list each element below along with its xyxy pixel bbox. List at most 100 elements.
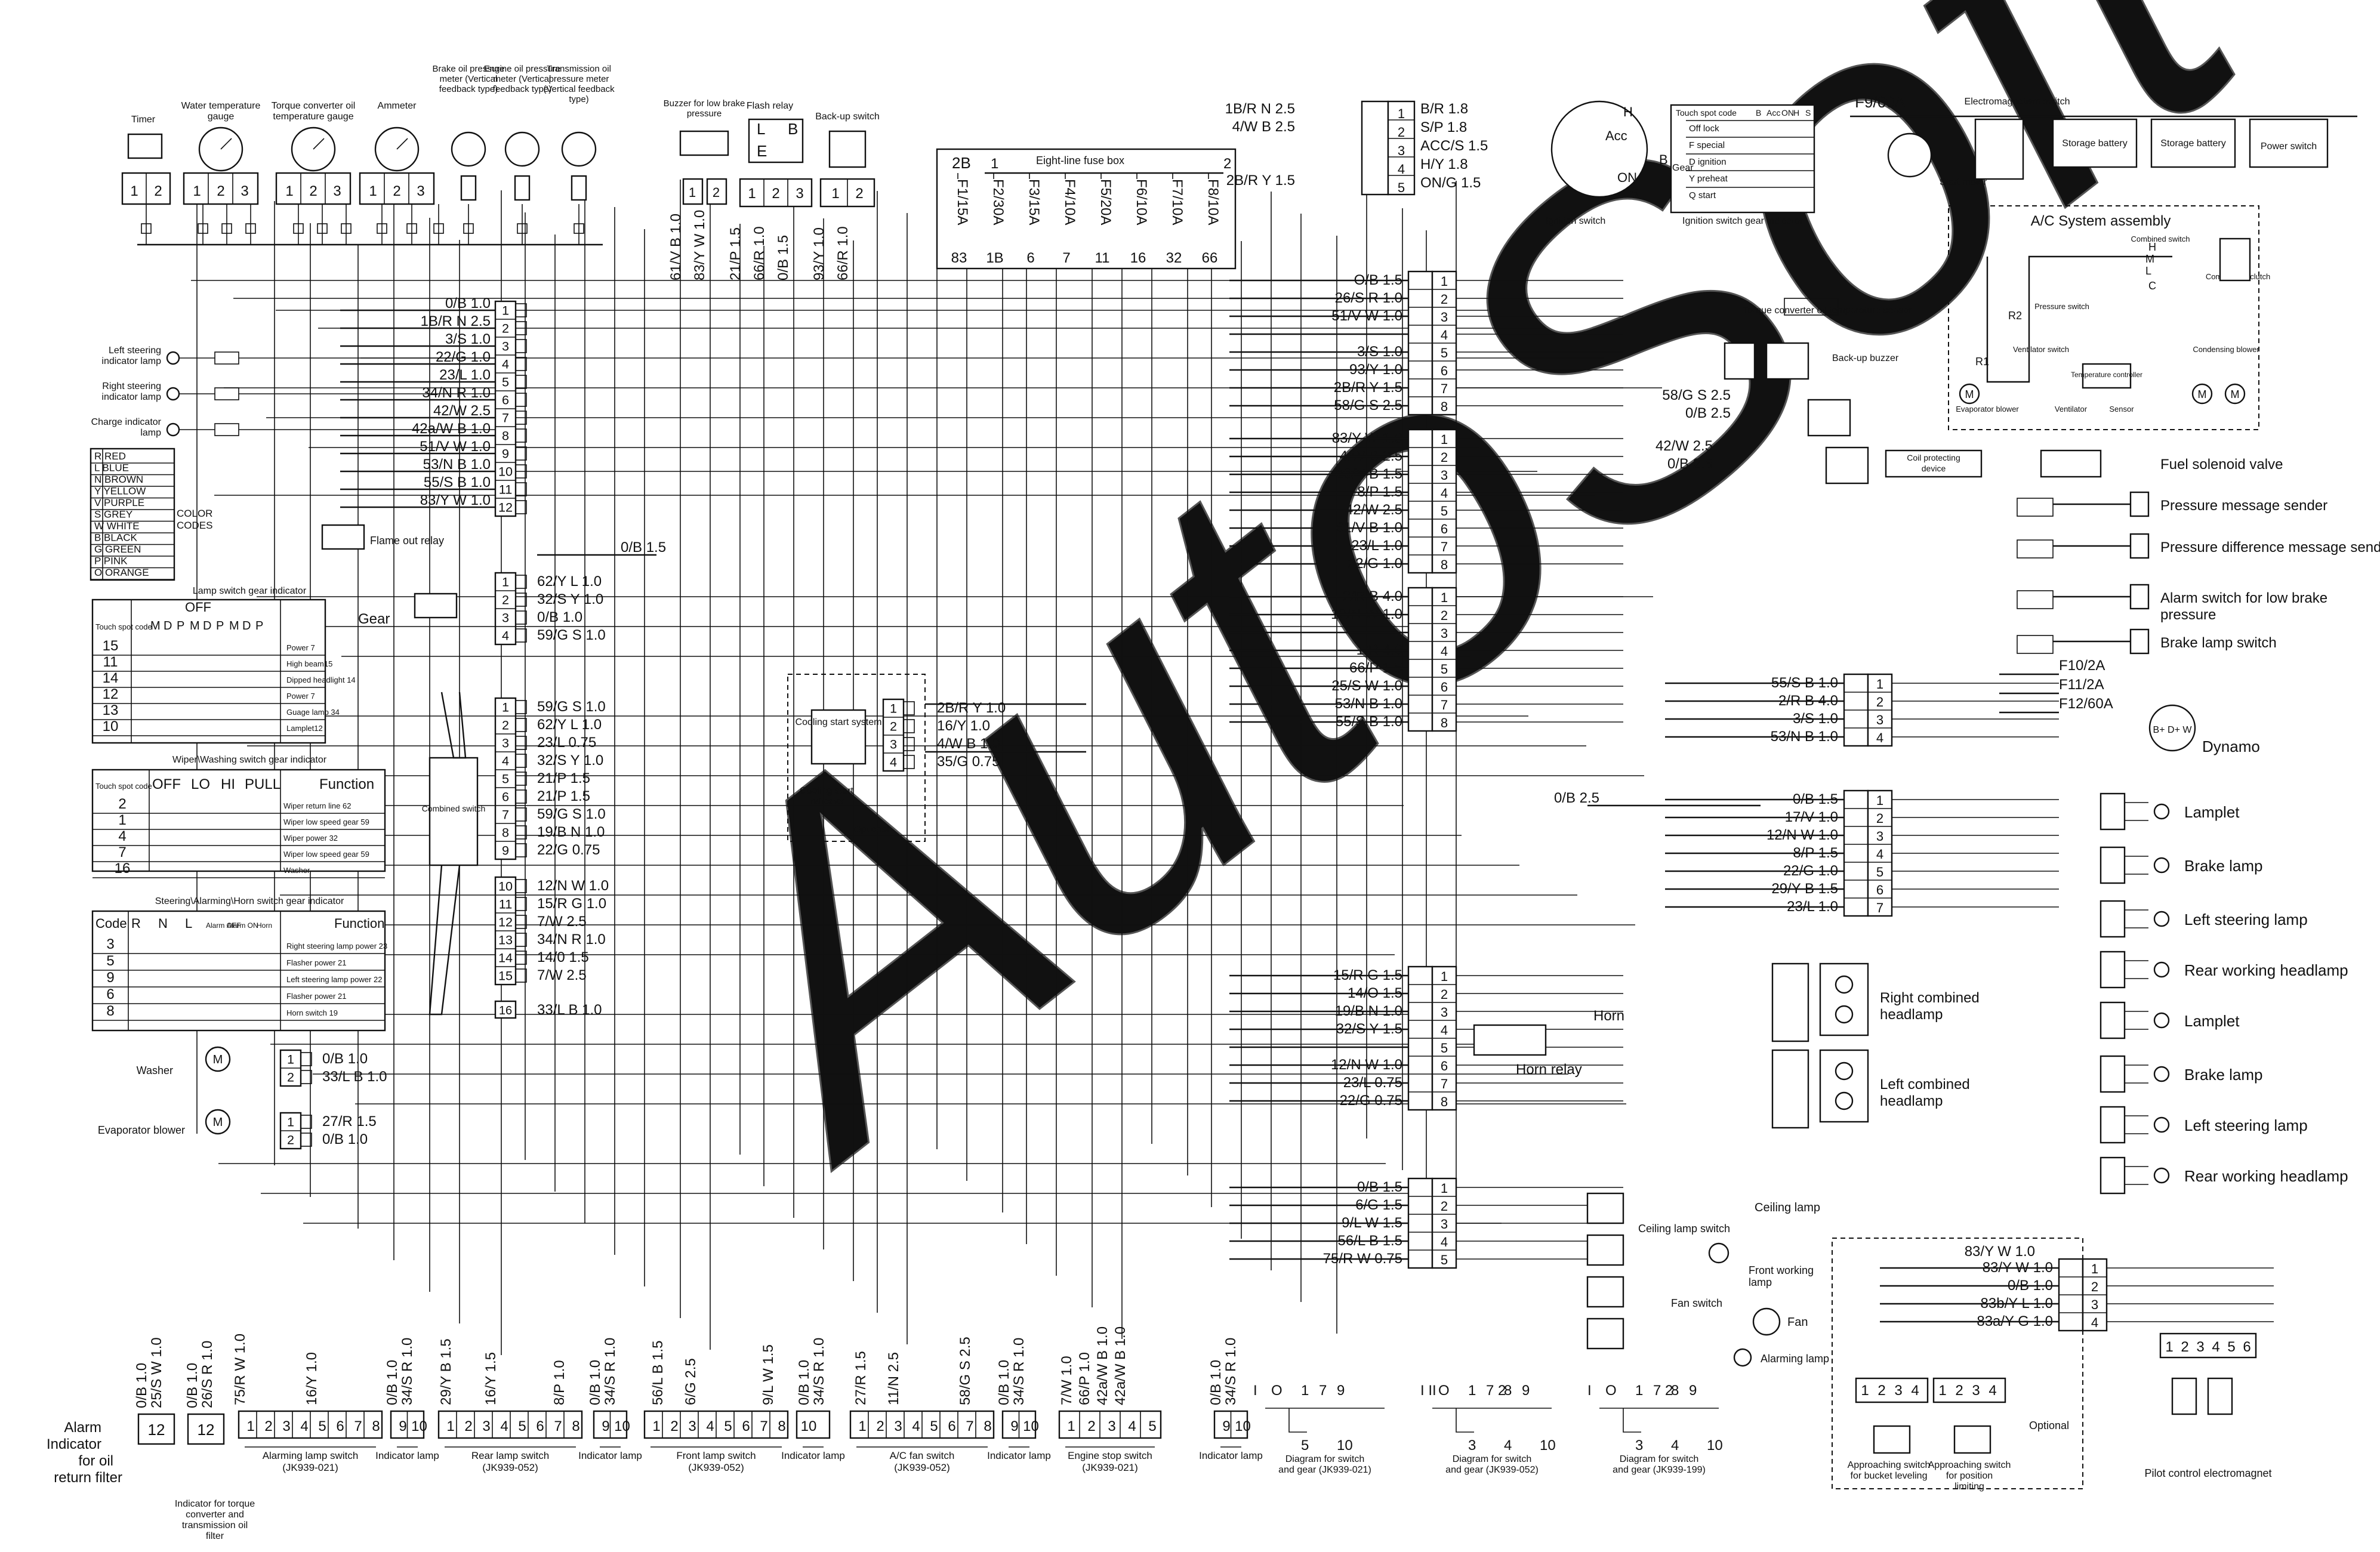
dg-label: and gear (JK939-052) — [1445, 1465, 1539, 1475]
cs-wire: 12/N W 1.0 — [537, 878, 609, 894]
dg-num: 10 — [1540, 1437, 1556, 1454]
cooling-c-pin: 1 — [890, 701, 897, 716]
left-lamp-label: indicator lamp — [101, 392, 161, 402]
pin: 1 — [1876, 793, 1883, 808]
ac-label: Pressure switch — [2034, 302, 2089, 311]
wire — [1456, 1408, 1474, 1433]
pin: 2 — [1441, 292, 1448, 307]
color-codes — [90, 448, 175, 581]
ignition-pos: Acc — [1605, 128, 1627, 143]
lamp — [166, 422, 180, 437]
ac-title: A/C System assembly — [2031, 213, 2171, 229]
pin: 3 — [2196, 1339, 2204, 1355]
motor-M: M — [213, 1053, 223, 1066]
pin: 2 — [1955, 1383, 1963, 1399]
evap-c-pin-socket — [300, 1115, 312, 1129]
rear-plug — [2100, 846, 2126, 884]
pin: 1 — [1441, 1181, 1448, 1196]
wiper-head: PULL — [245, 776, 280, 792]
right-wire: 0/B 2.5 — [1685, 405, 1731, 421]
meter-dial — [561, 131, 597, 167]
sw5-label: (JK939-021) — [1082, 1462, 1138, 1473]
wiper-func: Wiper power 32 — [283, 834, 338, 843]
cs-wire: 23/L 0.75 — [537, 735, 596, 751]
c12-pin: 2 — [502, 321, 509, 336]
steer-head: Horn — [257, 921, 272, 930]
headlamp-bulb — [1835, 975, 1854, 994]
c12-pin: 4 — [502, 357, 509, 372]
rear-plug — [2100, 792, 2126, 831]
cs-wire: 32/S Y 1.0 — [537, 752, 603, 769]
lamp-func: Power 7 — [286, 692, 315, 701]
fuse-number: 1B — [986, 250, 1003, 266]
pin: 3 — [1876, 712, 1883, 727]
meter-label: pressure meter — [549, 74, 609, 84]
c12-wire-label: 22/G 1.0 — [436, 349, 491, 365]
dg-num: 9 — [1522, 1383, 1530, 1399]
approach-label: Approaching switch — [1848, 1460, 1931, 1470]
head-label: headlamp — [1880, 1007, 1943, 1023]
ac-label: Ventilator — [2055, 405, 2088, 414]
steer-head: Alarm ON — [227, 921, 258, 930]
il3-wire: 34/S R 1.0 — [811, 1338, 827, 1405]
ceiling-label: Fan — [1787, 1316, 1808, 1329]
head-plug — [1771, 962, 1809, 1042]
pin: 7 — [966, 1418, 973, 1434]
meter-label: Engine oil pressure — [484, 64, 560, 74]
horn-relay — [1473, 1024, 1547, 1056]
wire — [313, 138, 325, 150]
pin: 5 — [1398, 180, 1405, 195]
coil-plug — [1825, 446, 1869, 485]
left-lamp-label: Charge indicator — [91, 417, 162, 427]
dynamo — [2148, 704, 2196, 752]
lamp-plug — [214, 387, 239, 400]
ignition-table — [1670, 104, 1815, 214]
sender-plug — [2017, 539, 2054, 559]
cs-a-pin-socket — [515, 807, 527, 822]
cs-a-pin: 7 — [502, 807, 509, 822]
lamp-code: 14 — [103, 670, 119, 686]
fuse2-label: F11/2A — [2059, 677, 2104, 693]
ignition-wire-label: 4/W B 2.5 — [1232, 119, 1295, 135]
right-wire: 0/B 2.5 — [1667, 456, 1713, 472]
dg-num: 10 — [1707, 1437, 1723, 1454]
ignition-pos: ON — [1617, 170, 1637, 185]
fuse-box — [936, 148, 1237, 270]
fuse-label: F2/30A — [990, 179, 1006, 225]
steer-head: L — [185, 916, 192, 931]
steer-func: Left steering lamp power 22 — [286, 975, 382, 984]
wire — [1623, 1408, 1641, 1433]
meter-dial — [504, 131, 540, 167]
cooling-wire: 2B/R Y 1.0 — [937, 700, 1006, 716]
dg-num: 8 — [1671, 1383, 1679, 1399]
cs-a-pin: 8 — [502, 825, 509, 840]
pin: 7 — [554, 1418, 562, 1434]
c12-wire-label: 83/Y W 1.0 — [420, 492, 491, 508]
gauge-label: temperature gauge — [273, 112, 353, 122]
washer-wire: 0/B 1.0 — [322, 1051, 368, 1067]
cs-b-pin: 11 — [499, 897, 512, 912]
il2-wire: 0/B 1.0 — [587, 1360, 603, 1405]
fan-plug — [1586, 1276, 1624, 1308]
ground-tab — [574, 223, 584, 234]
pin: 4 — [912, 1418, 920, 1434]
pin: 4 — [1441, 486, 1448, 501]
sw5-wire: 66/P 1.0 — [1077, 1352, 1093, 1405]
ground-tab — [517, 223, 528, 234]
gauge-connector — [275, 172, 352, 205]
sw2-wire: 8/P 1.0 — [551, 1360, 568, 1405]
lamp-plug — [214, 351, 239, 365]
pin: 1 — [1861, 1383, 1869, 1399]
cs-a-pin: 9 — [502, 843, 509, 858]
ig-head: ON — [1781, 108, 1794, 118]
flash-connector — [739, 178, 813, 208]
pin: 7 — [1441, 381, 1448, 396]
pin: 3 — [282, 1418, 290, 1434]
cooling-c-pin: 2 — [890, 719, 897, 734]
fuse2-label: F12/60A — [2059, 696, 2113, 712]
ceiling-label: Fan switch — [1671, 1297, 1722, 1309]
dg-num: O — [1438, 1383, 1450, 1399]
pin: 2 — [1398, 125, 1405, 140]
cs-wire: 7/W 2.5 — [537, 967, 587, 983]
pin: 1 — [1876, 677, 1883, 692]
